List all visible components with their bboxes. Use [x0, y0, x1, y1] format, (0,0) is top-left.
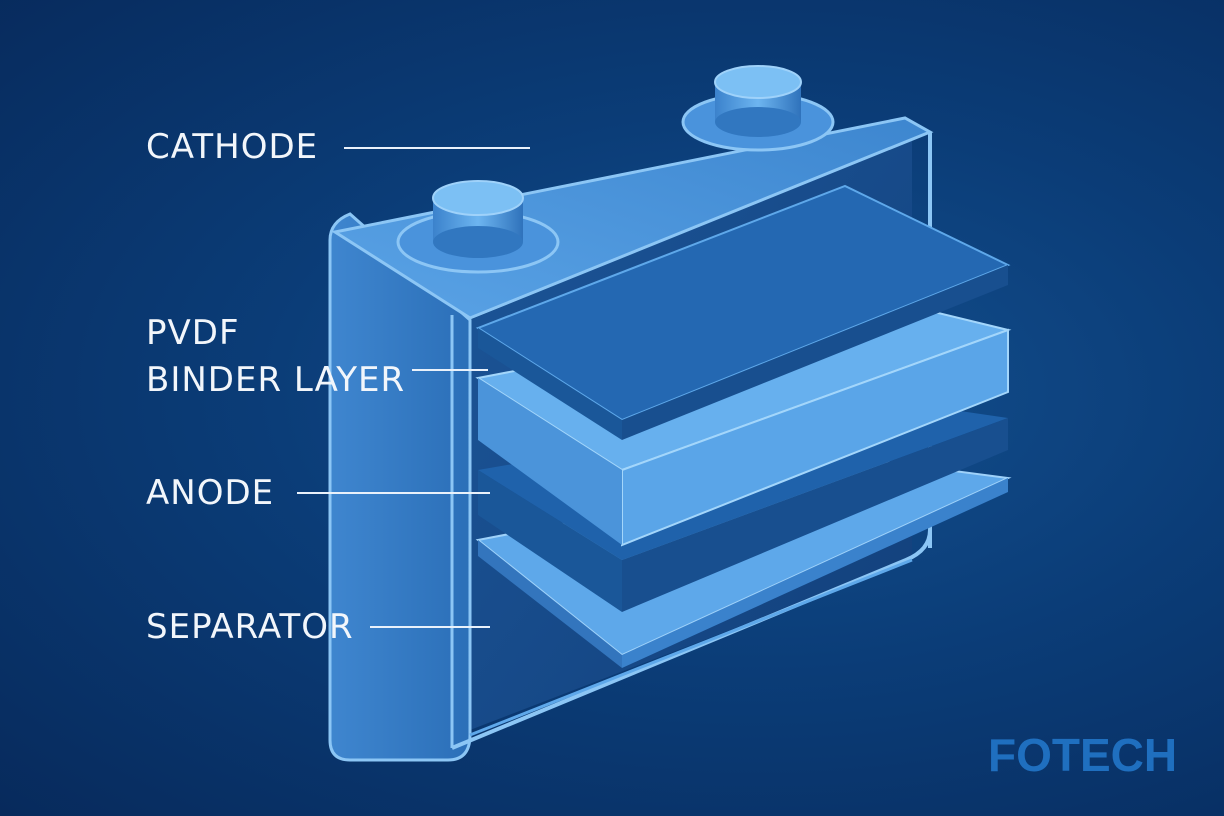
brand-logo: FOTECH [988, 729, 1178, 781]
leader-lines [297, 147, 530, 628]
casing-side-wall [328, 212, 472, 762]
anode-label: ANODE [146, 473, 275, 513]
separator-label: SEPARATOR [146, 607, 354, 647]
pvdf-binder-label: PVDF BINDER LAYER [146, 310, 405, 404]
terminal-right [681, 65, 835, 152]
casing-bottom [451, 529, 932, 750]
pvdf-label-line1: PVDF [146, 313, 240, 353]
binder-layer [475, 184, 1011, 440]
pvdf-label-line2: BINDER LAYER [146, 359, 406, 400]
cathode-label: CATHODE [146, 127, 319, 167]
terminal-left [396, 180, 560, 274]
